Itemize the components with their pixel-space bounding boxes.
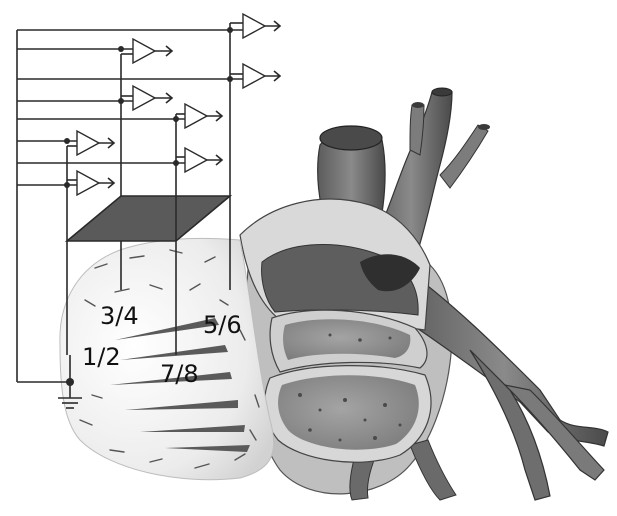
amplifier-1 <box>243 14 280 38</box>
amplifier-6 <box>185 148 222 172</box>
aorta-opening <box>320 126 382 150</box>
label-7-8: 7/8 <box>160 360 199 388</box>
lower-vessel-right <box>410 440 456 500</box>
amplifier-3 <box>133 39 172 63</box>
label-3-4: 3/4 <box>100 302 139 330</box>
amplifier-4 <box>133 86 172 110</box>
vessel-upper-left-opening <box>412 102 424 108</box>
label-5-6: 5/6 <box>203 311 242 339</box>
vessel-upper-opening <box>432 88 452 96</box>
electrode-plate <box>67 196 230 241</box>
vessel-upper-right-opening <box>478 124 490 130</box>
heart <box>60 88 608 500</box>
amplifier-2 <box>243 64 280 88</box>
amplifier-8 <box>77 171 114 195</box>
amplifier-5 <box>185 104 222 128</box>
amplifier-7 <box>77 131 114 155</box>
label-1-2: 1/2 <box>82 343 121 371</box>
amplifier-bank <box>77 14 280 195</box>
